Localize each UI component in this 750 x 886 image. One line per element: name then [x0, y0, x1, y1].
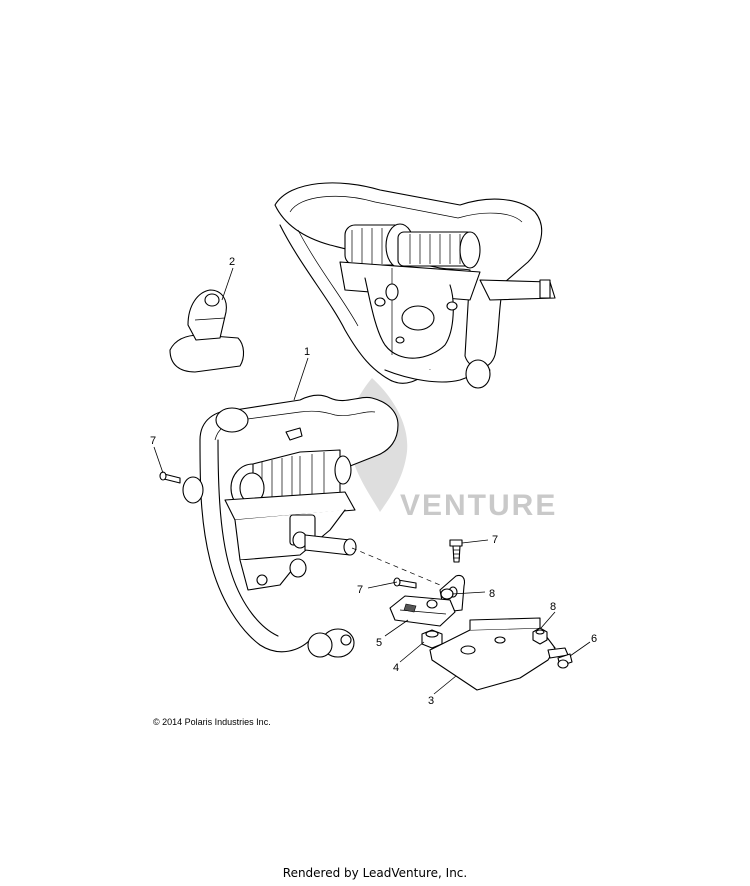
callout-1: 1	[304, 346, 310, 358]
callout-3: 3	[428, 695, 434, 707]
part-8-nut-center	[440, 588, 454, 600]
rendered-by-text: Rendered by LeadVenture, Inc.	[282, 866, 468, 880]
leader-lines	[153, 267, 591, 695]
callout-7-upper: 7	[492, 534, 498, 546]
assembled-bumper-winch-view	[274, 182, 556, 389]
part-3-skid-plate	[429, 617, 569, 691]
part-7-bolt-middle	[393, 577, 417, 589]
callout-6: 6	[591, 633, 597, 645]
part-7-bolt-left	[159, 471, 181, 484]
callout-8-right: 8	[550, 601, 556, 613]
part-5-mount-plate	[389, 595, 456, 627]
callout-8-center: 8	[489, 588, 495, 600]
watermark-text: VENTURE	[400, 489, 557, 522]
part-2-light	[169, 289, 245, 373]
part-7-bolt-upper	[449, 539, 463, 563]
part-6-bolt	[557, 653, 573, 669]
part-8-nut-right	[532, 627, 548, 645]
callout-2: 2	[229, 256, 235, 268]
mounting-dashed-line	[351, 547, 441, 586]
copyright-text: © 2014 Polaris Industries Inc.	[153, 717, 271, 727]
part-1-bumper-assembly	[182, 394, 399, 658]
callout-7-left: 7	[150, 435, 156, 447]
callout-labels: 2 1 7 7 7 8 8 5 4 3 6	[150, 256, 597, 707]
callout-5: 5	[376, 637, 382, 649]
callout-7-middle: 7	[357, 584, 363, 596]
callout-4: 4	[393, 662, 399, 674]
